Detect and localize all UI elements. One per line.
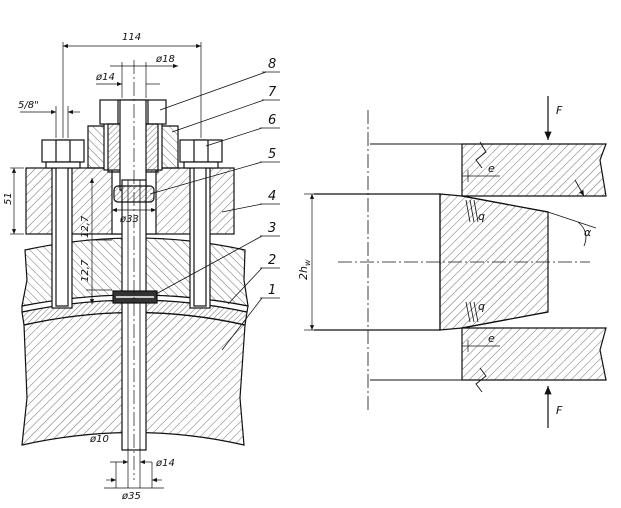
q-label-bottom: q <box>478 300 485 313</box>
dim-d14-top: ø14 <box>95 72 115 83</box>
e-label-top: e <box>488 162 495 175</box>
bottom-die <box>461 327 607 381</box>
dim-51: 51 <box>3 192 14 205</box>
left-nut <box>41 139 85 163</box>
part-leaders <box>149 71 280 351</box>
part-number-8: 8 <box>268 57 276 72</box>
dim-114: 114 <box>122 32 141 43</box>
workpiece <box>439 193 549 331</box>
dim-d14-bottom: ø14 <box>155 458 175 469</box>
top-die <box>461 143 607 197</box>
dim-12-7-b: 12,7 <box>80 259 91 282</box>
e-label-bottom: e <box>488 332 495 345</box>
incoming-billet <box>314 193 441 331</box>
dim-d35: ø35 <box>121 491 141 502</box>
dim-d18: ø18 <box>155 54 175 65</box>
left-assembly <box>21 60 249 480</box>
part-number-4: 4 <box>268 189 276 204</box>
part-number-7: 7 <box>268 85 277 100</box>
dim-d10: ø10 <box>89 434 109 445</box>
force-label-top: F <box>556 104 563 117</box>
force-label-bottom: F <box>556 404 563 417</box>
alpha-label: α <box>584 226 592 239</box>
q-label-top: q <box>478 210 485 223</box>
part-number-2: 2 <box>268 253 276 268</box>
part-number-5: 5 <box>268 147 276 162</box>
height-label: 2hw <box>297 259 312 280</box>
right-assembly <box>304 96 607 428</box>
dim-5-8: 5/8" <box>18 100 39 111</box>
dim-12-7-a: 12,7 <box>80 215 91 238</box>
part-number-6: 6 <box>268 113 276 128</box>
part-number-3: 3 <box>268 221 276 236</box>
part-number-1: 1 <box>268 283 276 298</box>
dim-d33: ø33 <box>119 214 139 225</box>
